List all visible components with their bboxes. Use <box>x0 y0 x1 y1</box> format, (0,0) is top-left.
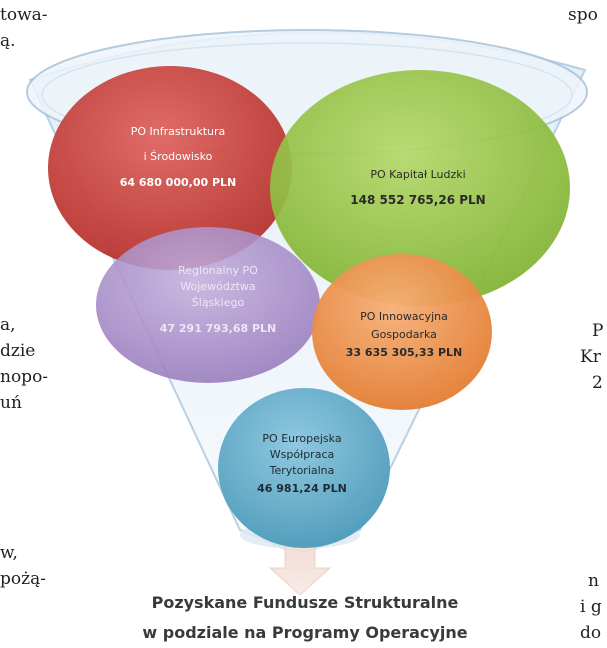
left-text-line-4: dzie <box>0 341 36 361</box>
right-text-line-3: Kr <box>580 347 601 367</box>
right-text-line-4: 2 <box>592 373 603 393</box>
svg-text:PO Infrastruktura: PO Infrastruktura <box>131 125 226 138</box>
left-text-line-6: uń <box>0 393 22 413</box>
svg-text:Współpraca: Współpraca <box>270 448 334 461</box>
svg-text:33 635 305,33 PLN: 33 635 305,33 PLN <box>346 346 462 359</box>
svg-text:Gospodarka: Gospodarka <box>371 328 437 341</box>
left-text-line-8: pożą- <box>0 569 46 589</box>
right-text-line-7: do <box>580 623 602 643</box>
left-text-line-7: w, <box>0 543 18 563</box>
svg-text:PO Europejska: PO Europejska <box>262 432 341 445</box>
right-text-line-1: spo <box>568 5 598 25</box>
svg-text:64 680 000,00 PLN: 64 680 000,00 PLN <box>120 176 236 189</box>
right-text-line-5: n <box>588 571 599 591</box>
right-text-line-6: i g <box>580 597 602 617</box>
left-text-line-1: towa- <box>0 5 48 25</box>
left-text-line-3: a, <box>0 315 16 335</box>
svg-text:47 291 793,68 PLN: 47 291 793,68 PLN <box>160 322 276 335</box>
svg-text:PO Innowacyjna: PO Innowacyjna <box>360 310 448 323</box>
label-po-europejska: PO Europejska Współpraca Terytorialna 46… <box>257 432 347 495</box>
label-regionalny-po: Regionalny PO Województwa Śląskiego 47 2… <box>160 264 276 335</box>
svg-text:Województwa: Województwa <box>180 280 255 293</box>
svg-text:Regionalny PO: Regionalny PO <box>178 264 258 277</box>
label-po-infrastruktura: PO Infrastruktura i Środowisko 64 680 00… <box>120 125 236 189</box>
down-arrow-icon <box>268 544 332 596</box>
diagram-caption: Pozyskane Fundusze Strukturalne w podzia… <box>120 588 490 648</box>
svg-text:46 981,24 PLN: 46 981,24 PLN <box>257 482 347 495</box>
bubble-po-innowacyjna <box>312 254 492 410</box>
bubble-po-kapital-ludzki <box>270 70 570 306</box>
label-po-kapital-ludzki: PO Kapitał Ludzki 148 552 765,26 PLN <box>350 168 485 207</box>
left-text-line-5: nopo- <box>0 367 49 387</box>
label-po-innowacyjna: PO Innowacyjna Gospodarka 33 635 305,33 … <box>346 310 462 359</box>
bubble-regionalny-po <box>96 227 320 383</box>
svg-text:Terytorialna: Terytorialna <box>269 464 335 477</box>
right-text-line-2: P <box>592 321 604 341</box>
svg-text:148 552 765,26 PLN: 148 552 765,26 PLN <box>350 193 485 207</box>
bubble-po-europejska <box>218 388 390 548</box>
svg-text:i Środowisko: i Środowisko <box>144 150 213 163</box>
svg-text:Śląskiego: Śląskiego <box>192 296 245 309</box>
bubble-po-infrastruktura <box>48 66 292 270</box>
caption-line-1: Pozyskane Fundusze Strukturalne <box>151 593 459 612</box>
left-text-line-2: ą. <box>0 31 16 51</box>
caption-line-2: w podziale na Programy Operacyjne <box>142 623 468 642</box>
svg-text:PO Kapitał Ludzki: PO Kapitał Ludzki <box>370 168 465 181</box>
